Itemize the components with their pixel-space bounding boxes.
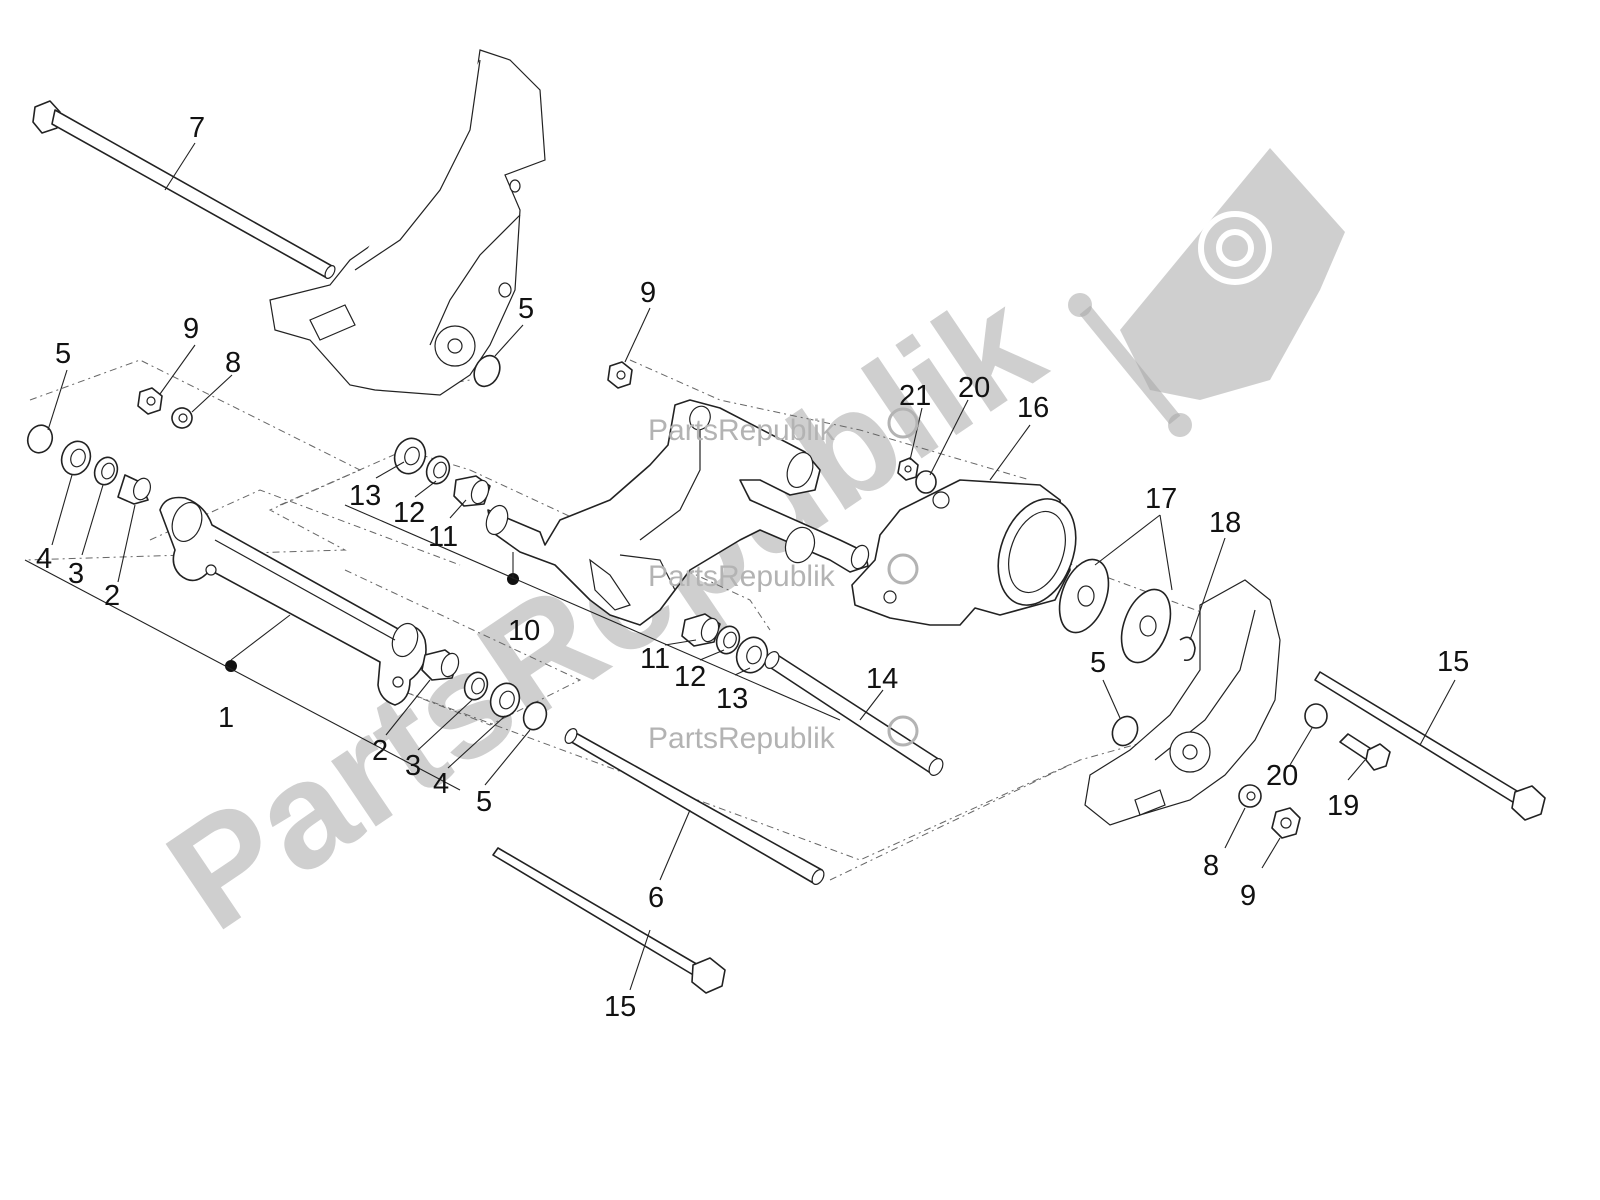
gear-icon xyxy=(1198,211,1272,285)
callout-9-right: 9 xyxy=(1240,880,1256,912)
part-17-rubber-pads xyxy=(1058,558,1172,664)
callout-19: 19 xyxy=(1327,790,1359,822)
part-9-nut-center xyxy=(607,361,633,389)
callout-9-left: 9 xyxy=(183,313,199,345)
part-16-bracket-housing xyxy=(851,479,1077,626)
callout-21: 21 xyxy=(899,380,931,412)
part-13-seal-lower xyxy=(735,636,769,674)
callout-18: 18 xyxy=(1209,507,1241,539)
gear-icon xyxy=(887,715,919,747)
part-15-bolt-bottom xyxy=(492,847,726,994)
lubrication-dot-1 xyxy=(225,660,237,672)
frame-bracket-right xyxy=(1084,579,1281,826)
part-19-bolt xyxy=(1339,733,1391,771)
part-7-long-bolt xyxy=(32,100,336,279)
callout-10: 10 xyxy=(508,615,540,647)
part-3-bearing-left xyxy=(93,456,119,486)
callout-13-upper: 13 xyxy=(349,480,381,512)
callout-20-right: 20 xyxy=(1266,760,1298,792)
part-9-nut-left xyxy=(137,387,163,415)
watermark-small-text-2: PartsRepublik xyxy=(648,560,836,593)
callout-3-left: 3 xyxy=(68,558,84,590)
callout-12-lower: 12 xyxy=(674,661,706,693)
part-8-washer-right xyxy=(1238,784,1262,808)
part-12-bearing-upper xyxy=(425,455,451,485)
watermark-logo xyxy=(1068,148,1345,437)
callout-7: 7 xyxy=(189,112,205,144)
watermark-small-text-3: PartsRepublik xyxy=(648,722,836,755)
callout-2-left: 2 xyxy=(104,580,120,612)
callout-8-right: 8 xyxy=(1203,850,1219,882)
watermark-flag-shape xyxy=(1120,148,1345,400)
callout-numbers: 7 5 9 8 4 3 2 5 1 2 3 4 5 6 15 9 13 12 1… xyxy=(36,112,1469,1023)
part-18-snap-ring xyxy=(1179,636,1196,662)
part-14-pin xyxy=(764,651,944,776)
part-12-bearing-lower xyxy=(715,625,741,655)
part-2-bushing-right xyxy=(421,649,460,681)
frame-bracket-top xyxy=(269,49,546,396)
callout-12-upper: 12 xyxy=(393,497,425,529)
callout-11-lower: 11 xyxy=(640,643,670,675)
callout-5-far-right: 5 xyxy=(1090,647,1106,679)
callout-17: 17 xyxy=(1145,483,1177,515)
callout-1: 1 xyxy=(218,702,234,734)
part-15-bolt-right xyxy=(1314,671,1546,821)
part-1-swing-arm-tube xyxy=(159,496,427,706)
callout-16: 16 xyxy=(1017,392,1049,424)
callout-5-bottom: 5 xyxy=(476,786,492,818)
callout-9-center: 9 xyxy=(640,277,656,309)
part-2-bushing-left xyxy=(117,474,152,505)
part-6-pin xyxy=(564,728,825,885)
callout-5-top: 5 xyxy=(518,293,534,325)
part-10-pivot-link xyxy=(485,399,870,626)
part-4-seal-left xyxy=(60,440,92,476)
part-4-seal-right xyxy=(489,682,521,718)
gear-icon xyxy=(887,407,919,439)
part-5-circlip-far-right xyxy=(1111,715,1139,747)
callout-5-left: 5 xyxy=(55,338,71,370)
callout-2-right: 2 xyxy=(372,735,388,767)
callout-6: 6 xyxy=(648,882,664,914)
part-11-bushing-upper xyxy=(453,475,491,507)
callout-8-left: 8 xyxy=(225,347,241,379)
callout-13-lower: 13 xyxy=(716,683,748,715)
callout-14: 14 xyxy=(866,663,898,695)
callout-4-right: 4 xyxy=(433,768,449,800)
callout-15-bottom: 15 xyxy=(604,991,636,1023)
part-8-washer-left xyxy=(171,407,193,429)
leader-lines xyxy=(24,142,1456,991)
callout-11-upper: 11 xyxy=(428,521,458,553)
callout-15-right: 15 xyxy=(1437,646,1469,678)
part-9-nut-right xyxy=(1271,807,1301,839)
callout-3-right: 3 xyxy=(405,750,421,782)
gear-icon xyxy=(887,553,919,585)
callout-20-upper: 20 xyxy=(958,372,990,404)
part-11-bushing-lower xyxy=(681,613,721,647)
watermark-small-labels: PartsRepublik PartsRepublik PartsRepubli… xyxy=(648,407,919,755)
part-20-washer-upper xyxy=(915,470,937,494)
callout-4-left: 4 xyxy=(36,543,52,575)
watermark-small-text-1: PartsRepublik xyxy=(648,414,836,447)
part-5-circlip-right xyxy=(522,701,548,731)
part-13-seal-upper xyxy=(393,437,427,475)
part-5-circlip-top xyxy=(473,354,501,388)
part-20-washer-right xyxy=(1304,703,1328,729)
part-5-circlip-left xyxy=(26,424,54,454)
part-3-bearing-right xyxy=(463,671,489,701)
